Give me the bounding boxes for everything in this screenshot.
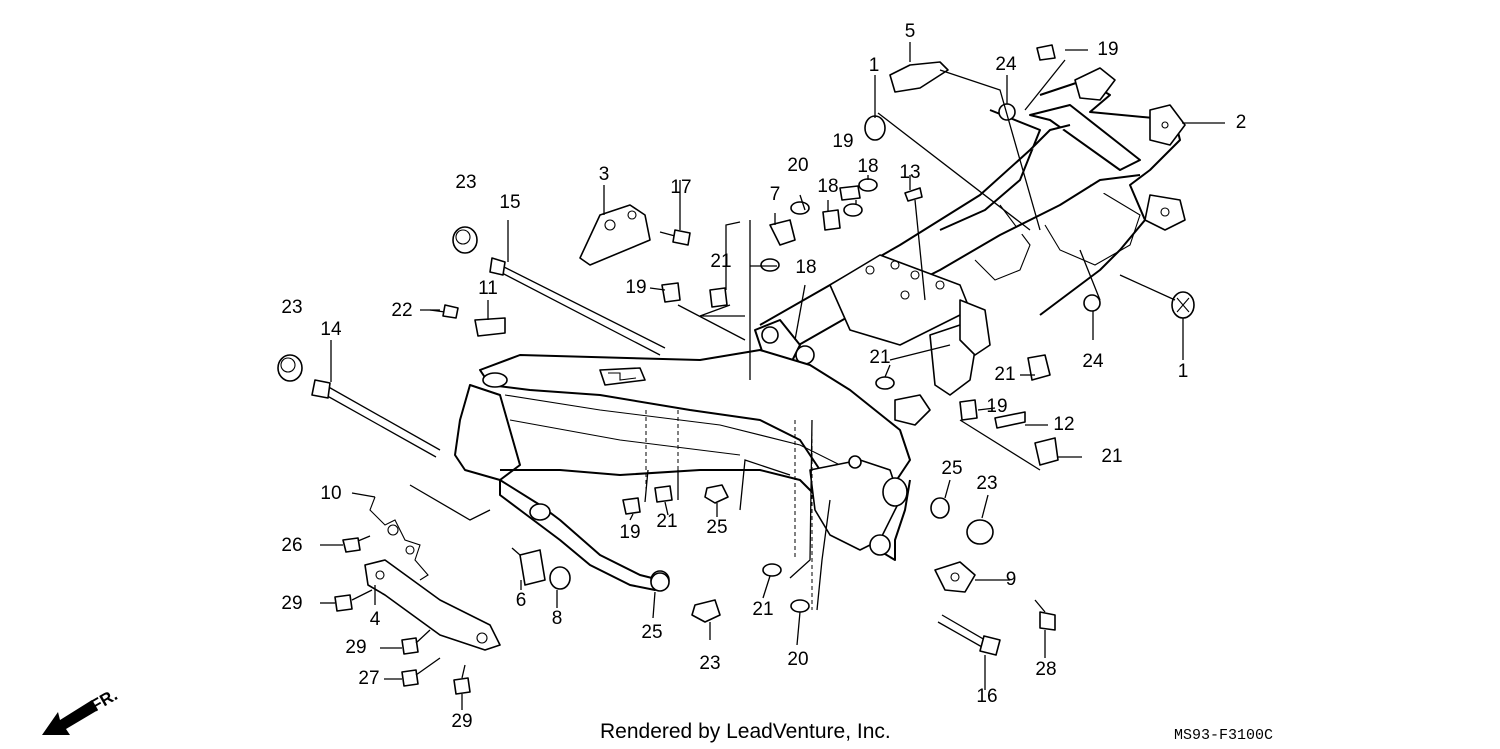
credit-text: Rendered by LeadVenture, Inc. xyxy=(600,720,891,743)
diagram-code: MS93-F3100C xyxy=(1174,727,1273,744)
part-25-nut-b xyxy=(704,484,729,504)
callout-7: 7 xyxy=(770,184,781,205)
part-22-bolt xyxy=(429,304,459,319)
callout-6: 6 xyxy=(516,590,527,611)
callout-23: 23 xyxy=(455,172,476,193)
main-frame-drawing xyxy=(454,67,1186,591)
callout-9: 9 xyxy=(1006,569,1017,590)
part-4-bracket xyxy=(364,559,501,651)
callout-4: 4 xyxy=(370,609,381,630)
part-23-cap-right xyxy=(966,519,994,545)
callout-21: 21 xyxy=(994,364,1015,385)
callout-20: 20 xyxy=(787,155,808,176)
callout-14: 14 xyxy=(320,319,342,340)
callout-21: 21 xyxy=(752,599,773,620)
callout-3: 3 xyxy=(599,164,610,185)
part-12-label xyxy=(994,411,1026,429)
callout-17: 17 xyxy=(670,177,691,198)
part-10-bracket xyxy=(369,496,429,581)
part-23-cap-upper xyxy=(452,226,478,254)
part-5-bracket xyxy=(889,61,949,93)
callout-27: 27 xyxy=(358,668,379,689)
callout-29: 29 xyxy=(451,711,472,732)
part-26-bolt xyxy=(342,535,371,553)
part-17-bolt xyxy=(659,229,691,246)
callout-24: 24 xyxy=(995,54,1017,75)
callout-11: 11 xyxy=(478,278,498,299)
part-24-nut-a xyxy=(998,103,1016,121)
part-23-cap-lower xyxy=(691,599,721,623)
part-24-nut-b xyxy=(1083,294,1101,312)
part-6-collar xyxy=(519,549,546,586)
callout-23: 23 xyxy=(281,297,302,318)
part-29-bolt-b xyxy=(401,629,431,655)
callout-19: 19 xyxy=(619,522,640,543)
part-9-plate xyxy=(934,561,976,593)
callout-1: 1 xyxy=(1178,361,1189,382)
callout-1: 1 xyxy=(869,55,880,76)
part-28-bolt xyxy=(1034,599,1056,631)
part-25-nut-a xyxy=(650,572,670,592)
callout-16: 16 xyxy=(976,686,997,707)
part-15-bolt xyxy=(489,257,666,356)
part-1-rubber-a xyxy=(864,115,886,141)
callout-23: 23 xyxy=(699,653,720,674)
part-8-collar xyxy=(549,566,571,590)
callout-25: 25 xyxy=(641,622,662,643)
callout-8: 8 xyxy=(552,608,563,629)
callout-19: 19 xyxy=(625,277,646,298)
callout-29: 29 xyxy=(345,637,366,658)
leader-lines xyxy=(320,42,1225,710)
part-27-bolt xyxy=(401,657,441,687)
part-23-cap-left xyxy=(277,354,303,382)
callout-29: 29 xyxy=(281,593,302,614)
part-drawings xyxy=(277,44,1195,695)
callout-28: 28 xyxy=(1035,659,1056,680)
callout-18: 18 xyxy=(817,176,838,197)
part-clips xyxy=(622,44,1059,613)
callout-25: 25 xyxy=(941,458,962,479)
callout-15: 15 xyxy=(499,192,520,213)
callout-21: 21 xyxy=(869,347,890,368)
callout-23: 23 xyxy=(976,473,997,494)
callout-19: 19 xyxy=(986,396,1007,417)
callout-13: 13 xyxy=(899,162,920,183)
callout-21: 21 xyxy=(656,511,677,532)
part-29-bolt-c xyxy=(453,664,471,695)
callout-2: 2 xyxy=(1236,112,1247,133)
callout-12: 12 xyxy=(1053,414,1074,435)
part-3-plate xyxy=(579,204,651,266)
part-29-bolt-a xyxy=(334,589,373,612)
callout-labels: 1 1 2 3 4 5 6 7 8 9 10 11 12 13 14 15 16… xyxy=(281,21,1246,732)
callout-19: 19 xyxy=(832,131,853,152)
callout-22: 22 xyxy=(391,300,412,321)
callout-20: 20 xyxy=(787,649,808,670)
part-7-clamp xyxy=(769,219,796,246)
part-16-bolt xyxy=(937,614,1001,656)
callout-21: 21 xyxy=(710,251,731,272)
part-25-nut-c xyxy=(930,497,950,519)
part-11-plate xyxy=(474,317,506,337)
callout-24: 24 xyxy=(1082,351,1104,372)
part-13-label xyxy=(904,187,923,202)
part-14-bolt xyxy=(311,379,441,458)
part-1-rubber-b xyxy=(1171,291,1195,319)
callout-26: 26 xyxy=(281,535,302,556)
callout-10: 10 xyxy=(320,483,341,504)
callout-5: 5 xyxy=(905,21,916,42)
callout-18: 18 xyxy=(795,257,816,278)
callout-21: 21 xyxy=(1101,446,1122,467)
callout-18: 18 xyxy=(857,156,878,177)
callout-25: 25 xyxy=(706,517,727,538)
callout-19: 19 xyxy=(1097,39,1118,60)
front-direction-arrow: FR. xyxy=(42,685,121,735)
